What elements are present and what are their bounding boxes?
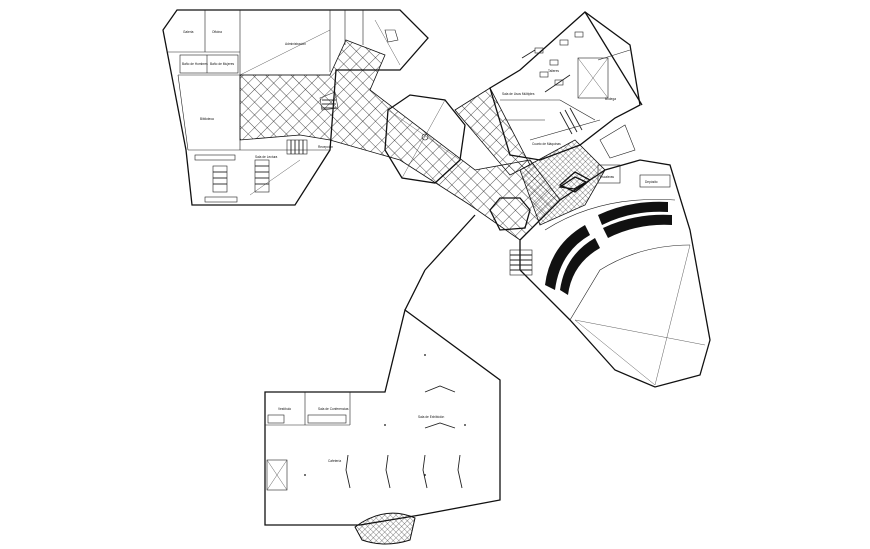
- stair-ne: [559, 107, 583, 135]
- elevator-shaft: [266, 459, 288, 491]
- central-corridor: [239, 39, 606, 241]
- stair-west: [286, 139, 308, 155]
- corridor-grid-east: [454, 87, 531, 176]
- northeast-wing: Talleres Sala de Usos Múltiples Bodega C…: [489, 11, 643, 161]
- stair-center: [322, 99, 336, 109]
- label-l5: Sala de Conferencias: [318, 407, 349, 411]
- label-l3: Baño de Mujeres: [210, 62, 235, 66]
- label-l9: Sala de Lectura: [255, 155, 278, 159]
- label-l11: Recepción: [318, 145, 333, 149]
- label-l1: Escaleras: [600, 175, 614, 179]
- exhibition-block: Vestíbulo Sala de Conferencias Sala de E…: [264, 308, 501, 526]
- exhibition-outline: [264, 308, 501, 526]
- label-l12: Vestíbulo: [278, 407, 291, 411]
- label-l18: Oficina: [212, 30, 222, 34]
- workstation-desks: [521, 31, 584, 93]
- label-l4: Sala de Exhibición: [418, 415, 444, 419]
- label-l7: Depósito: [645, 180, 658, 184]
- label-l10: Administración: [285, 42, 306, 46]
- entrance-canopy: [354, 512, 416, 545]
- auditorium: Depósito Escaleras: [509, 159, 711, 388]
- auditorium-seating: [545, 201, 672, 295]
- reading-tables: [204, 159, 270, 203]
- lower-pavilion: [489, 197, 531, 231]
- stair-audit: [509, 249, 533, 276]
- label-l16: Talleres: [548, 69, 559, 73]
- label-l13: Cuarto de Máquinas: [532, 142, 561, 146]
- label-l2: Baño de Hombres: [182, 62, 208, 66]
- label-l17: Galería: [183, 30, 194, 34]
- exhibition-panels: [345, 385, 463, 489]
- label-l8: Biblioteca: [200, 117, 214, 121]
- label-l14: Bodega: [605, 97, 616, 101]
- label-l6: Cafetería: [328, 459, 341, 463]
- label-l15: Sala de Usos Múltiples: [502, 92, 535, 96]
- ne-outline: [489, 11, 641, 161]
